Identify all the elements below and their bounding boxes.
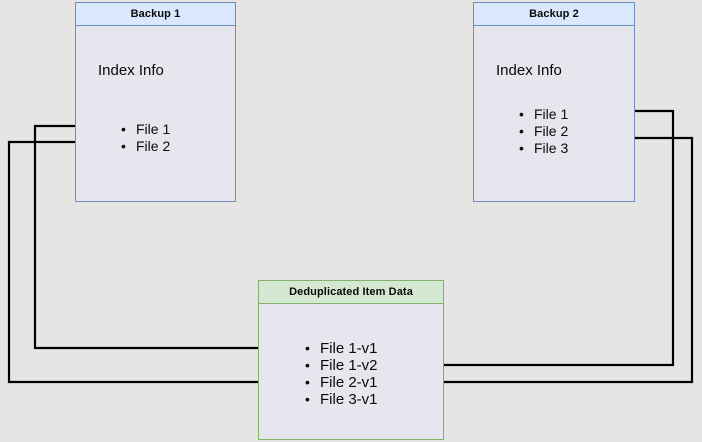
list-item[interactable]: File 1 [121, 121, 170, 138]
list-item[interactable]: File 3-v1 [305, 391, 378, 408]
list-item[interactable]: File 2 [519, 123, 568, 140]
list-item[interactable]: File 2-v1 [305, 374, 378, 391]
deduplicated-item-data-body: File 1-v1 File 1-v2 File 2-v1 File 3-v1 [259, 304, 443, 439]
list-item[interactable]: File 1-v2 [305, 357, 378, 374]
deduplicated-item-data-node[interactable]: Deduplicated Item Data File 1-v1 File 1-… [258, 280, 444, 440]
backup-2-node[interactable]: Backup 2 Index Info File 1 File 2 File 3 [473, 2, 635, 202]
backup-1-file-list: File 1 File 2 [121, 121, 170, 155]
list-item[interactable]: File 2 [121, 138, 170, 155]
list-item[interactable]: File 3 [519, 140, 568, 157]
backup-2-file-list: File 1 File 2 File 3 [519, 106, 568, 157]
list-item[interactable]: File 1-v1 [305, 340, 378, 357]
deduplicated-item-data-title: Deduplicated Item Data [259, 281, 443, 304]
dedup-file-list: File 1-v1 File 1-v2 File 2-v1 File 3-v1 [305, 340, 378, 408]
backup-2-title: Backup 2 [474, 3, 634, 26]
list-item[interactable]: File 1 [519, 106, 568, 123]
backup-1-node[interactable]: Backup 1 Index Info File 1 File 2 [75, 2, 236, 202]
backup-2-index-info-label: Index Info [496, 62, 562, 79]
edge-backup2-file2-to-dedup-file2v1 [391, 136, 694, 390]
backup-1-body: Index Info File 1 File 2 [76, 26, 235, 201]
backup-2-body: Index Info File 1 File 2 File 3 [474, 26, 634, 201]
edge-backup1-file2-to-dedup-file2v1 [7, 140, 298, 390]
backup-1-index-info-label: Index Info [98, 62, 164, 79]
backup-1-title: Backup 1 [76, 3, 235, 26]
